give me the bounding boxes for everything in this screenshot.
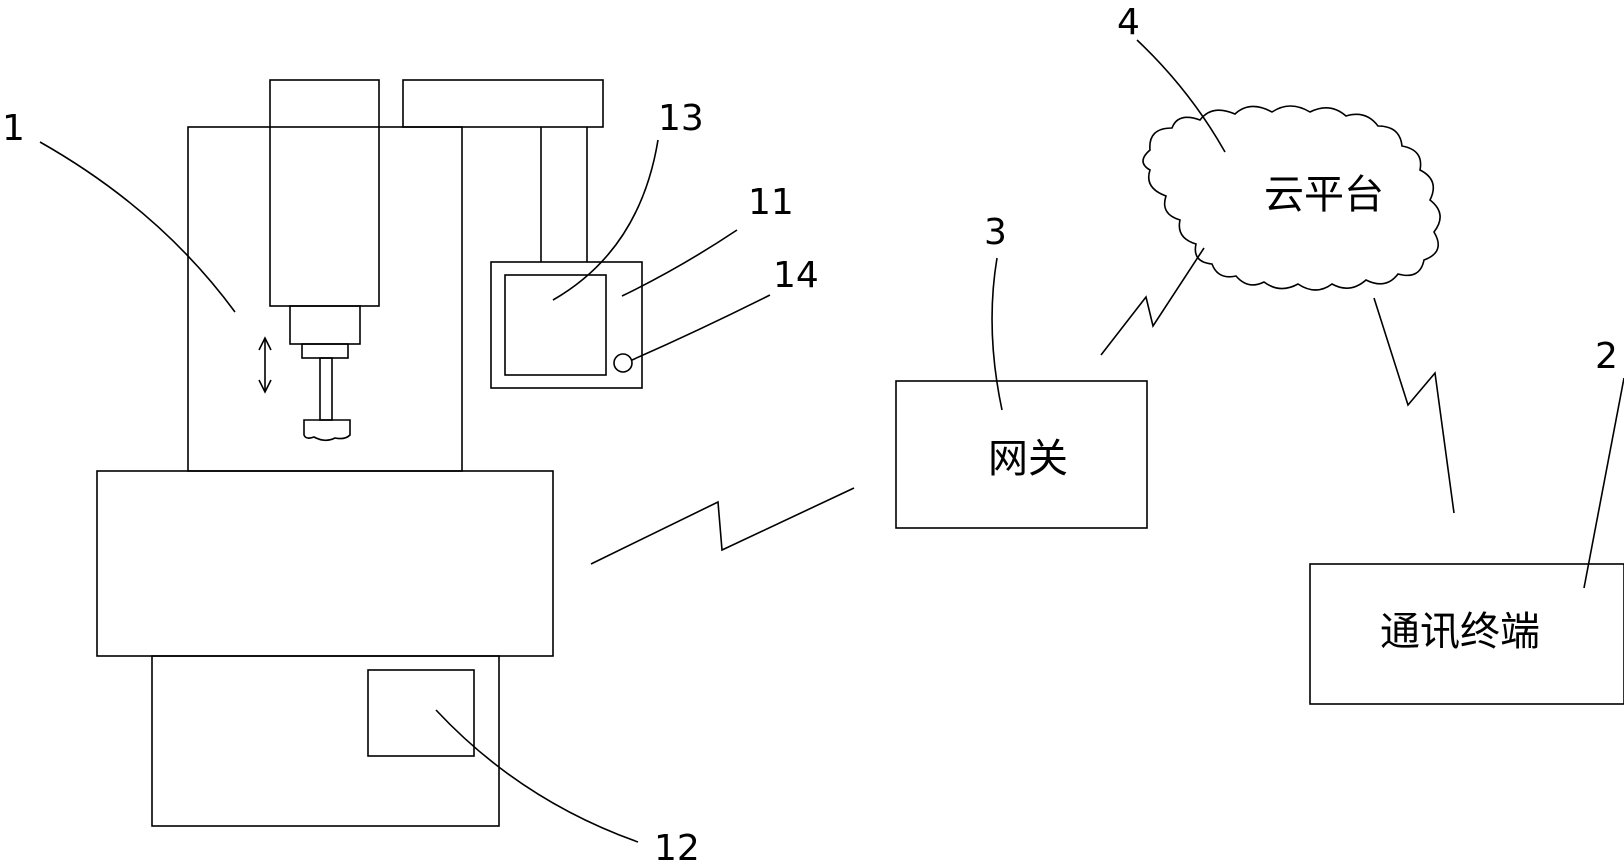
leader-14	[631, 294, 771, 361]
cloud-platform-shape	[1142, 105, 1441, 291]
machine-base	[96, 470, 554, 657]
machine-tool	[96, 79, 643, 827]
ref-3: 3	[984, 212, 1007, 253]
tool-shaft	[319, 357, 333, 421]
tool-tip	[303, 419, 351, 442]
leader-4	[1136, 39, 1226, 153]
wireless-links	[590, 247, 1455, 565]
panel-screen	[504, 274, 607, 376]
leader-12	[435, 709, 639, 843]
spindle-neck	[289, 305, 361, 345]
leader-2	[1583, 377, 1624, 589]
spindle-collar	[301, 343, 349, 359]
terminal-box	[1309, 563, 1624, 705]
leader-13	[552, 139, 659, 301]
panel-button	[613, 353, 633, 373]
ref-2: 2	[1595, 336, 1618, 377]
cloud-platform-label: 云平台	[1264, 172, 1384, 218]
ref-14: 14	[773, 255, 819, 296]
gateway-box	[895, 380, 1148, 529]
ref-11: 11	[748, 182, 794, 223]
leader-lines	[39, 39, 1624, 843]
link-cloud-terminal	[1373, 297, 1455, 514]
link-gateway-cloud	[1100, 247, 1205, 356]
leader-1	[39, 141, 236, 313]
vertical-motion-arrow-icon	[258, 336, 272, 394]
terminal-label: 通讯终端	[1380, 609, 1540, 655]
gateway-label: 网关	[988, 436, 1068, 482]
spindle-head	[269, 79, 380, 307]
link-machine-gateway	[590, 487, 855, 565]
ref-1: 1	[2, 108, 25, 149]
machine-cabinet	[151, 655, 500, 827]
ref-4: 4	[1117, 2, 1140, 43]
control-panel	[490, 261, 643, 389]
top-crossbar	[402, 79, 604, 128]
ref-13: 13	[658, 98, 704, 139]
leader-3	[991, 257, 1003, 411]
leader-11	[621, 229, 738, 297]
electrical-box	[367, 669, 475, 757]
ref-12: 12	[654, 828, 700, 864]
